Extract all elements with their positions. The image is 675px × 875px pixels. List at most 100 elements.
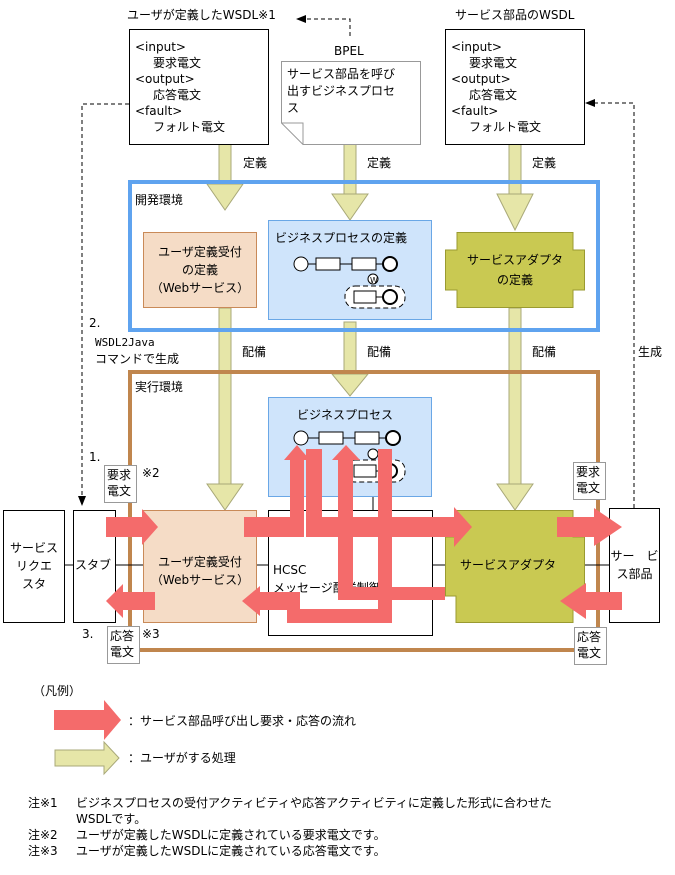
deploy-label-2: 配備 <box>367 345 392 359</box>
note-label: 注※3 <box>28 844 58 858</box>
response-message-memo-left: 応答 電文 <box>107 626 140 664</box>
dashed-connector-wsdl2java <box>81 103 129 500</box>
runtime-environment-title: 実行環境 <box>135 380 184 394</box>
note-2-marker: ※2 <box>142 466 160 480</box>
flow-arrow-request-1 <box>106 509 158 545</box>
requester-line: サービス <box>9 541 58 555</box>
step-1-label: 1. <box>89 450 101 464</box>
adapter-def-line: の定義 <box>496 273 533 287</box>
deploy-arrow-adapter <box>496 307 534 511</box>
wsdl-response-message: 応答電文 <box>469 88 518 102</box>
ws-def-line: の定義 <box>181 263 218 277</box>
memo-line: 応答 <box>110 629 135 643</box>
legend-flow-label: ：サービス部品呼び出し要求・応答の流れ <box>128 714 357 728</box>
service-part-line: ス部品 <box>616 567 653 581</box>
wsdl-request-message: 要求電文 <box>153 56 202 70</box>
note-3-marker: ※3 <box>142 627 160 641</box>
footnotes: 注※1 ビジネスプロセスの受付アクティビティや応答アクティビティに定義した形式に合… <box>28 795 552 859</box>
flow-arrow-response-1 <box>106 584 155 618</box>
wsdl-output-tag: <output> <box>451 72 511 86</box>
service-wsdl-box: <input> 要求電文 <output> 応答電文 <fault> フォルト電… <box>445 29 585 145</box>
generate-label: 生成 <box>638 345 663 359</box>
dev-environment-title: 開発環境 <box>135 193 184 207</box>
command-generate-label: コマンドで生成 <box>95 352 180 366</box>
service-requester-box: サービス リクエ スタ <box>3 510 65 623</box>
memo-line: 電文 <box>110 645 135 659</box>
user-ws-line: （Webサービス） <box>150 573 250 587</box>
deploy-label-3: 配備 <box>532 345 557 359</box>
note-label: 注※1 <box>28 796 58 810</box>
wsdl-request-message: 要求電文 <box>469 56 518 70</box>
service-adapter-box: サービスアダプタ <box>445 510 585 623</box>
deploy-arrow-ws <box>206 307 244 511</box>
note-text: ユーザが定義したWSDLに定義されている応答電文です。 <box>76 844 386 858</box>
bpel-document: サービス部品を呼び 出すビジネスプロセ ス <box>281 61 421 145</box>
wsdl2java-label: WSDL2Java <box>95 336 155 349</box>
note-text: ユーザが定義したWSDLに定義されている要求電文です。 <box>76 828 386 842</box>
process-flow-icon: W <box>293 256 406 309</box>
requester-line: リクエ <box>15 559 52 573</box>
flow-arrow-response-2 <box>560 583 622 619</box>
step-2-label: 2. <box>89 316 101 330</box>
memo-line: 電文 <box>576 481 601 495</box>
define-label-1: 定義 <box>243 156 268 170</box>
ws-definition-box: ユーザ定義受付 の定義 （Webサービス） <box>143 232 257 308</box>
wsdl-input-tag: <input> <box>135 40 186 54</box>
arrowhead-icon <box>296 15 306 23</box>
service-wsdl-title: サービス部品のWSDL <box>455 8 575 22</box>
svg-text:W: W <box>370 276 378 285</box>
bp-definition-title: ビジネスプロセスの定義 <box>275 231 408 245</box>
dashed-connector-generate <box>594 102 635 508</box>
legend-user-label: ：ユーザがする処理 <box>128 751 236 765</box>
step-3-label: 3. <box>82 627 94 641</box>
bpel-doc-line: ス <box>287 101 300 115</box>
user-wsdl-box: <input> 要求電文 <output> 応答電文 <fault> フォルト電… <box>129 29 269 145</box>
requester-line: スタ <box>21 577 46 591</box>
flow-arrow-down-2 <box>242 449 392 623</box>
define-label-2: 定義 <box>367 156 392 170</box>
deploy-label-1: 配備 <box>242 345 267 359</box>
wsdl-fault-tag: <fault> <box>451 104 499 118</box>
document-icon <box>281 61 421 145</box>
user-ws-line: ユーザ定義受付 <box>158 555 242 569</box>
note-text-continued: WSDLです。 <box>76 812 147 826</box>
user-wsdl-title: ユーザが定義したWSDL※1 <box>127 8 276 22</box>
service-adapter-label: サービスアダプタ <box>460 558 557 572</box>
bp-definition-box: ビジネスプロセスの定義 W <box>268 220 432 320</box>
wsdl-input-tag: <input> <box>451 40 502 54</box>
ws-def-line: （Webサービス） <box>150 281 250 295</box>
adapter-shape <box>445 232 585 308</box>
define-label-3: 定義 <box>532 156 557 170</box>
ws-def-line: ユーザ定義受付 <box>158 245 242 259</box>
adapter-definition-box: サービスアダプタ の定義 <box>445 232 585 308</box>
flow-arrow-up-1 <box>244 445 310 537</box>
memo-line: 要求 <box>107 468 132 482</box>
stub-label: スタブ <box>75 558 112 572</box>
flow-arrow-up-2 <box>332 445 445 600</box>
business-process-title: ビジネスプロセス <box>297 408 394 422</box>
legend-flow-arrow-icon <box>54 700 121 740</box>
bpel-label: BPEL <box>334 44 364 58</box>
wsdl-fault-message: フォルト電文 <box>153 120 226 134</box>
dashed-connector-bpel-to-user-wsdl <box>305 18 351 36</box>
bpel-doc-line: 出すビジネスプロセ <box>287 84 396 98</box>
wsdl-response-message: 応答電文 <box>153 88 202 102</box>
adapter-def-line: サービスアダプタ <box>466 253 563 267</box>
bpel-doc-line: サービス部品を呼び <box>287 67 396 81</box>
arrowhead-icon <box>78 496 86 506</box>
hcsc-line: HCSC <box>273 563 307 577</box>
deploy-arrow-bp <box>330 321 370 397</box>
wsdl-output-tag: <output> <box>135 72 195 86</box>
memo-line: 電文 <box>107 484 132 498</box>
request-message-memo-left: 要求 電文 <box>104 465 137 503</box>
arrowhead-icon <box>585 99 595 107</box>
note-label: 注※2 <box>28 828 58 842</box>
define-arrow-user-wsdl <box>206 143 244 211</box>
response-message-memo-right: 応答 電文 <box>574 627 607 665</box>
note-text: ビジネスプロセスの受付アクティビティや応答アクティビティに定義した形式に合わせた <box>76 796 552 810</box>
service-part-line: サー ビ <box>610 549 659 563</box>
